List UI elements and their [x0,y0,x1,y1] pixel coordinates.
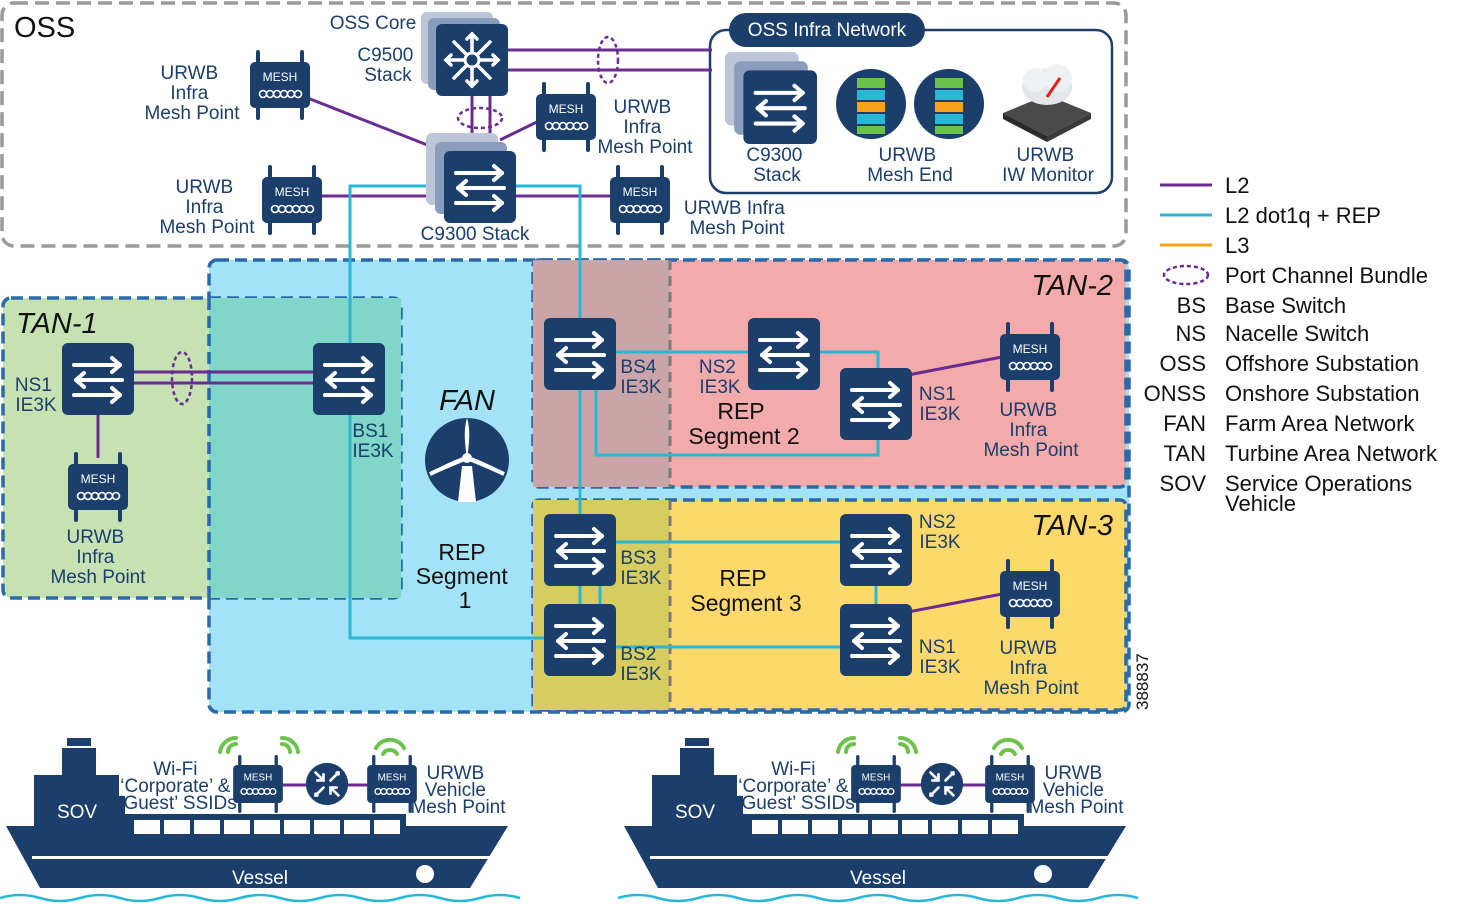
tan2-ns1-switch-icon [840,368,912,440]
infra-c9300-label: C9300 Stack [746,145,807,186]
legend-label-oss: Offshore Substation [1225,351,1419,376]
vessel-1-mesh-icon [366,755,418,813]
fan-title: FAN [439,385,495,417]
links [96,35,1003,649]
legend-label-port-channel: Port Channel Bundle [1225,263,1428,288]
legend-label-fan: Farm Area Network [1225,411,1415,436]
vessel-2-mesh-label: URWB Vehicle Mesh Point [1028,763,1124,818]
bs3-label: BS3 IE3K [620,548,662,589]
vessel-1-wifi-signal-icons [218,735,406,756]
mesh-end-icon [836,69,984,139]
tan2-mesh-label: URWB Infra Mesh Point [983,400,1079,461]
c9300-stack-label: C9300 Stack [421,224,530,245]
vessel-1-sov-label: SOV [57,802,97,823]
legend-label-l2: L2 [1225,173,1249,198]
mesh-end-label: URWB Mesh End [867,145,953,186]
c9500-line2: Stack [364,65,412,86]
vessel-1: SOV Vessel Wi-Fi ‘Corporate’ & ‘Guest’ S… [0,735,521,903]
tan3-title: TAN-3 [1031,510,1113,542]
tan3-ns2-label: NS2 IE3K [919,512,961,553]
tan2-title: TAN-2 [1031,270,1113,302]
figure-id: 388837 [1133,653,1152,710]
legend-label-tan: Turbine Area Network [1225,441,1438,466]
legend-key-tan: TAN [1164,441,1206,466]
bs2-label: BS2 IE3K [620,644,662,685]
oss-zone-title: OSS [14,12,75,44]
c9500-label: C9500 Stack [357,45,418,86]
legend-label-onss: Onshore Substation [1225,381,1419,406]
wind-turbine-icon [425,418,509,502]
tan3-mesh-label: URWB Infra Mesh Point [983,638,1079,699]
legend-key-oss: OSS [1160,351,1206,376]
legend-port-channel-swatch [1162,264,1210,286]
bs3-switch-icon [544,514,616,586]
vessel-1-name: Vessel [232,868,288,889]
tan1-title: TAN-1 [16,308,98,340]
legend-label-l3: L3 [1225,233,1249,258]
vessel-2-name: Vessel [850,868,906,889]
legend-label-bs: Base Switch [1225,293,1346,318]
bs4-label: BS4 IE3K [620,357,662,398]
vessel-2-hull [617,738,1139,903]
vessel-1-hull [0,738,521,903]
bs1-switch-icon [313,343,385,415]
vessel-2: SOV Vessel Wi-Fi ‘Corporate’ & ‘Guest’ S… [617,735,1139,903]
bs2-switch-icon [544,604,616,676]
vessel-1-router-icon [305,762,349,806]
legend-key-sov: SOV [1160,471,1207,496]
legend-key-ns: NS [1175,321,1206,346]
legend-key-onss: ONSS [1144,381,1206,406]
mesh-left-top-label: URWB Infra Mesh Point [144,63,240,124]
vessel-2-wifi-ap-icon [850,755,902,813]
legend: L2 L2 dot1q + REP L3 Port Channel Bundle… [1144,173,1438,516]
tan2-ns1-label: NS1 IE3K [919,384,961,425]
tan3-ns1-label: NS1 IE3K [919,637,961,678]
rep-segment-1-label: REP Segment 1 [416,539,514,613]
legend-label-sov-line2: Vehicle [1225,491,1296,516]
legend-label-dot1q: L2 dot1q + REP [1225,203,1381,228]
tan1-ns1-switch-icon [62,343,134,415]
legend-key-fan: FAN [1163,411,1206,436]
iw-monitor-icon [1003,64,1091,142]
bs4-switch-icon [544,318,616,390]
tan1-mesh-label: URWB Infra Mesh Point [50,527,146,588]
vessel-2-wifi-signal-icons [836,735,1024,756]
mesh-left-bottom-label: URWB Infra Mesh Point [159,177,255,238]
oss-core-label: OSS Core [330,13,417,34]
oss-core-c9500 [421,12,508,96]
legend-key-bs: BS [1177,293,1206,318]
vessel-2-router-icon [920,762,964,806]
legend-label-ns: Nacelle Switch [1225,321,1369,346]
mesh-right-label: URWB Infra Mesh Point [684,198,790,239]
oss-infra-title: OSS Infra Network [748,20,907,41]
tan2-ns2-switch-icon [748,318,820,390]
infra-c9300-stack-icon [725,52,817,144]
tan1-ns1-label: NS1 IE3K [15,375,57,416]
vessel-1-wifi-label: Wi-Fi ‘Corporate’ & ‘Guest’ SSIDs [119,759,237,814]
vessel-1-mesh-label: URWB Vehicle Mesh Point [410,763,506,818]
rep-segment-3-label: REP Segment 3 [690,565,801,616]
tan3-ns1-switch-icon [840,604,912,676]
bs1-label: BS1 IE3K [352,421,394,462]
iw-monitor-label: URWB IW Monitor [1002,145,1095,186]
rep-segment-2-label: REP Segment 2 [688,398,799,449]
legend-label-sov: Service Operations [1225,471,1412,496]
tan3-ns2-switch-icon [840,514,912,586]
c9300-stack-icon [426,133,516,223]
tan2-ns2-label: NS2 IE3K [699,357,741,398]
c9500-line1: C9500 [357,45,413,66]
vessel-2-wifi-label: Wi-Fi ‘Corporate’ & ‘Guest’ SSIDs [737,759,855,814]
vessel-1-wifi-ap-icon [232,755,284,813]
vessel-2-sov-label: SOV [675,802,715,823]
vessel-2-mesh-icon [984,755,1036,813]
mesh-center-label: URWB Infra Mesh Point [597,97,693,158]
